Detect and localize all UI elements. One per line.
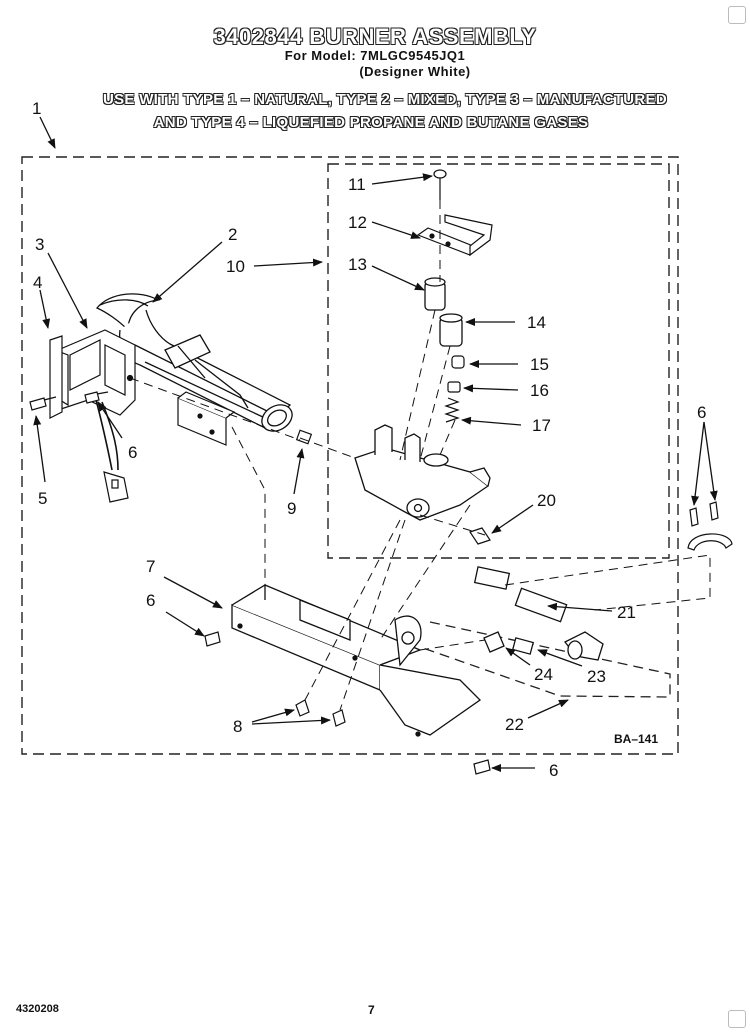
document-number: 4320208 — [16, 1003, 59, 1015]
sensor-part-20 — [469, 527, 491, 545]
clamp-part-6-right — [687, 501, 733, 551]
callout-20: 20 — [537, 491, 556, 510]
callout-6-bottom: 6 — [549, 761, 558, 780]
callout-24: 24 — [534, 665, 553, 684]
screw-part-6-mid — [204, 631, 221, 647]
callout-5: 5 — [38, 489, 47, 508]
elbow-part-23 — [563, 631, 604, 661]
diagram-reference-code: BA–141 — [614, 732, 658, 746]
valve-bracket-part-12 — [416, 214, 493, 257]
screw-part-5 — [29, 396, 57, 411]
callout-10: 10 — [226, 257, 245, 276]
callout-21: 21 — [617, 603, 636, 622]
callout-14: 14 — [527, 313, 546, 332]
callout-1: 1 — [32, 99, 41, 118]
callout-3: 3 — [35, 235, 44, 254]
callout-arrows — [33, 116, 718, 772]
screw-part-6-left — [84, 391, 109, 404]
gas-note-line-1: USE WITH TYPE 1 – NATURAL, TYPE 2 – MIXE… — [103, 91, 667, 108]
fitting-part-24 — [483, 631, 535, 655]
callout-4: 4 — [33, 273, 42, 292]
valve-parts-15-16-17 — [444, 355, 465, 423]
burner-support-plate — [177, 391, 236, 446]
callout-2: 2 — [228, 225, 237, 244]
corner-mark-top — [728, 6, 746, 24]
callout-17: 17 — [532, 416, 551, 435]
igniter-connector — [103, 471, 129, 503]
callout-13: 13 — [348, 255, 367, 274]
coil-part-14 — [439, 313, 463, 347]
screw-part-6-bottom — [473, 759, 491, 775]
page-number: 7 — [368, 1003, 375, 1017]
assembly-leader-lines — [129, 200, 711, 711]
screw-part-8-left — [295, 699, 310, 717]
callout-6-igniter: 6 — [128, 443, 137, 462]
gas-valve-body — [354, 424, 491, 521]
page-title: 3402844 BURNER ASSEMBLY — [213, 24, 537, 49]
valve-assembly-boundary — [327, 163, 670, 559]
burner-tube — [95, 293, 293, 432]
model-line: For Model: 7MLGC9545JQ1 — [284, 48, 466, 63]
orifice-part-9 — [295, 429, 313, 445]
callout-6-bracket: 6 — [146, 591, 155, 610]
gas-pipe-part-21 — [473, 566, 568, 623]
callout-22: 22 — [505, 715, 524, 734]
callout-8: 8 — [233, 717, 242, 736]
screw-part-8-right — [332, 709, 346, 727]
callout-7: 7 — [146, 557, 155, 576]
callout-11: 11 — [348, 175, 366, 194]
burner-mounting-bracket — [231, 584, 482, 737]
color-line: (Designer White) — [359, 64, 471, 79]
callout-12: 12 — [348, 213, 367, 232]
callout-15: 15 — [530, 355, 549, 374]
gas-note-line-2: AND TYPE 4 – LIQUEFIED PROPANE AND BUTAN… — [153, 114, 589, 131]
callout-6-clamp: 6 — [697, 403, 706, 422]
callout-16: 16 — [530, 381, 549, 400]
screw-part-11 — [433, 169, 447, 200]
corner-mark-bottom — [728, 1010, 746, 1028]
coil-part-13 — [424, 277, 446, 311]
igniter-bracket — [49, 329, 136, 419]
assembly-boundary — [21, 156, 679, 755]
callout-9: 9 — [287, 499, 296, 518]
callout-23: 23 — [587, 667, 606, 686]
